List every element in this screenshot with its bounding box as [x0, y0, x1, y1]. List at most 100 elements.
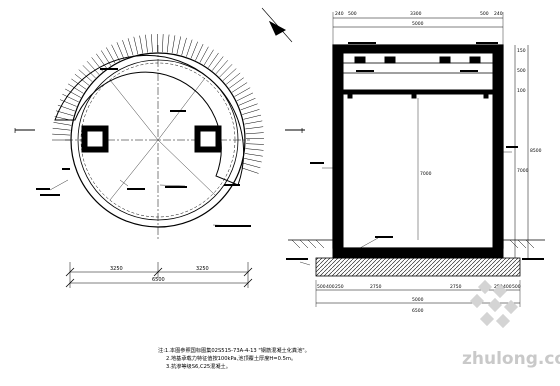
stair-tread: [133, 36, 139, 55]
stair-tread: [241, 167, 259, 174]
dim-bottom-2: 250: [335, 284, 344, 290]
dim-right-2: 100: [517, 88, 526, 94]
section-right-dims: 150 500 100 7000 8500 7000: [420, 48, 542, 177]
watermark-brand: zhulong.com: [462, 349, 560, 369]
stair-tread: [226, 72, 241, 85]
dim-top-4: 240: [494, 11, 503, 17]
stair-tread: [181, 37, 187, 56]
dim-right-0: 150: [517, 48, 526, 54]
stair-tread: [186, 39, 193, 57]
dim-inner-height: 7000: [420, 171, 432, 177]
stair-tread: [238, 98, 256, 106]
stair-hatch: [52, 34, 264, 174]
stair-tread: [176, 36, 182, 55]
dim-bottom-total: 6500: [412, 308, 424, 314]
stair-tread: [245, 148, 264, 151]
stair-tread: [54, 116, 73, 121]
section-mark-left: I: [14, 127, 16, 135]
dim-right-1: 500: [517, 68, 526, 74]
dim-bottom-6: 400: [503, 284, 512, 290]
plan-small-labels: [36, 68, 251, 227]
note-line-1: 注:1.本图参照国标图集02S515-73A-4-13 "钢筋混凝土化粪池"。: [158, 346, 310, 354]
stair-tread: [127, 38, 134, 56]
north-arrow-icon: [261, 7, 293, 43]
stair-tread: [245, 132, 264, 135]
stair-tread: [244, 153, 263, 157]
stair-tread: [59, 99, 77, 107]
stair-tread: [229, 77, 244, 89]
stair-tread: [53, 122, 72, 126]
section-view: [288, 12, 545, 307]
dim-top-0: 240: [335, 11, 344, 17]
stair-tread: [96, 53, 107, 69]
stair-tread: [245, 143, 264, 145]
stair-tread: [111, 44, 120, 62]
stair-tread: [71, 78, 87, 90]
note-line-2: 2.地基承载力特征值按100kPa,池顶覆土厚度H=0.5m。: [166, 354, 296, 362]
stair-tread: [56, 110, 74, 116]
stair-tread: [86, 61, 100, 75]
dim-bottom-inner: 5000: [412, 297, 424, 303]
stair-tread: [78, 69, 93, 82]
section-mark-right: I: [301, 127, 303, 135]
stair-tread: [236, 92, 254, 102]
section-top-dims: 240 500 3300 500 240 5000: [335, 11, 503, 27]
stair-tread: [151, 34, 153, 53]
dim-bottom-1: 400: [326, 284, 335, 290]
stair-tread: [231, 82, 248, 93]
stair-tread: [52, 127, 71, 131]
stair-tread: [199, 46, 209, 63]
stair-tread: [82, 65, 96, 79]
note-line-3: 3.抗渗等级S6,C25混凝土。: [166, 362, 231, 370]
dim-top-total: 5000: [412, 21, 424, 27]
stair-tread: [67, 83, 84, 94]
stair-tread: [215, 60, 229, 74]
stair-tread: [244, 158, 262, 163]
stair-tread: [219, 64, 233, 78]
stair-tread: [245, 126, 264, 130]
stair-tread: [222, 68, 237, 81]
dim-top-1: 500: [348, 11, 357, 17]
stair-tread: [242, 109, 260, 115]
dim-top-3: 500: [480, 11, 489, 17]
stair-tread: [122, 40, 129, 58]
dim-bottom-4: 2750: [450, 284, 462, 290]
stair-tread: [244, 120, 263, 125]
dim-bottom-0: 500: [317, 284, 326, 290]
stair-tread: [171, 35, 176, 54]
stair-tread: [100, 50, 112, 66]
plan-view: [15, 34, 305, 288]
plan-dim-total: 6500: [152, 277, 165, 283]
stair-tread: [62, 93, 79, 103]
manhole-right: [194, 125, 222, 153]
stair-tread: [74, 73, 90, 86]
plan-dim-left: 3250: [110, 266, 123, 272]
stair-tread: [116, 42, 125, 59]
stair-tread: [208, 52, 219, 68]
stair-tread: [106, 47, 116, 64]
stair-tread: [240, 103, 258, 111]
dim-bottom-3: 2750: [370, 284, 382, 290]
dim-right-3: 7000: [517, 168, 529, 174]
notes-block: 注:1.本图参照国标图集02S515-73A-4-13 "钢筋混凝土化粪池"。 …: [158, 346, 310, 370]
zhulong-logo-icon: [469, 279, 519, 329]
stair-tread: [52, 133, 71, 136]
plan-dim-right: 3250: [196, 266, 209, 272]
stair-tread: [57, 104, 75, 112]
stair-tread: [195, 43, 204, 61]
stair-tread: [234, 87, 251, 97]
stair-tread: [203, 49, 214, 66]
stair-tread: [166, 34, 170, 53]
stair-tread: [139, 35, 143, 54]
stair-tread: [190, 41, 198, 59]
stair-tread: [243, 114, 262, 120]
stair-tread: [211, 56, 224, 71]
stair-tread: [145, 34, 148, 53]
stair-tread: [162, 34, 164, 53]
dim-top-2: 3300: [410, 11, 422, 17]
stair-tread: [64, 88, 82, 98]
stair-tread: [242, 162, 261, 169]
dim-right-4: 8500: [530, 148, 542, 154]
dim-bottom-7: 500: [512, 284, 521, 290]
